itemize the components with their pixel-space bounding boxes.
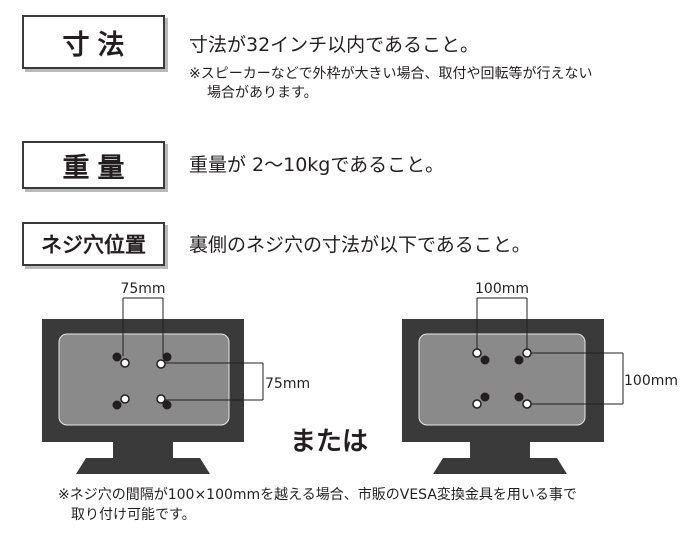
screw-hole-icon — [120, 358, 130, 368]
size-label: 寸法 — [62, 29, 133, 61]
monitor-left-neck — [113, 442, 173, 460]
size-note-line2: 場合があります。 — [207, 85, 318, 101]
screw-hole-label: ネジ穴位置 — [41, 233, 146, 257]
screw-hole-icon — [156, 359, 166, 369]
screw-hole-icon — [480, 392, 490, 402]
screw-hole-icon — [156, 394, 166, 404]
footnote-line1: ※ネジ穴の間隔が100×100mmを越える場合、市販のVESA変換金具を用いる事… — [58, 487, 577, 503]
screw-hole-icon — [120, 394, 130, 404]
screw-hole-icon — [514, 392, 524, 402]
weight-label: 重量 — [62, 152, 133, 184]
screw-hole-label-box: ネジ穴位置 — [22, 222, 165, 266]
monitor-right — [402, 297, 624, 474]
size-note-line1: ※スピーカーなどで外枠が大きい場合、取付や回転等が行えない — [189, 66, 593, 82]
right-vertical-dimension-label: 100mm — [624, 373, 678, 389]
monitor-right-base — [433, 458, 567, 474]
or-text: または — [290, 427, 369, 457]
screw-hole-icon — [472, 399, 482, 409]
monitor-left — [42, 297, 264, 474]
screw-hole-icon — [162, 352, 172, 362]
size-label-box: 寸法 — [22, 15, 165, 69]
screw-hole-icon — [514, 355, 524, 365]
monitor-left-panel — [58, 333, 230, 426]
weight-requirement-text: 重量が 2～10kgであること。 — [189, 154, 445, 176]
screw-hole-icon — [112, 352, 122, 362]
screw-hole-icon — [480, 355, 490, 365]
screw-hole-icon — [162, 400, 172, 410]
screw-hole-requirement-text: 裏側のネジ穴の寸法が以下であること。 — [189, 234, 531, 256]
screw-hole-icon — [112, 400, 122, 410]
screw-hole-icon — [472, 348, 482, 358]
monitor-right-panel — [418, 333, 586, 426]
monitor-right-neck — [470, 442, 530, 460]
footnote: ※ネジ穴の間隔が100×100mmを越える場合、市販のVESA変換金具を用いる事… — [58, 485, 577, 525]
screw-hole-icon — [522, 348, 532, 358]
weight-label-box: 重量 — [22, 141, 165, 189]
left-vertical-dimension-label: 75mm — [265, 376, 310, 392]
right-horizontal-dimension-label: 100mm — [475, 281, 529, 297]
footnote-line2: 取り付け可能です。 — [71, 507, 196, 523]
monitor-left-base — [76, 458, 210, 474]
screw-hole-icon — [522, 399, 532, 409]
size-requirement-text: 寸法が32インチ以内であること。 — [189, 34, 479, 56]
left-horizontal-dimension-label: 75mm — [120, 281, 165, 297]
